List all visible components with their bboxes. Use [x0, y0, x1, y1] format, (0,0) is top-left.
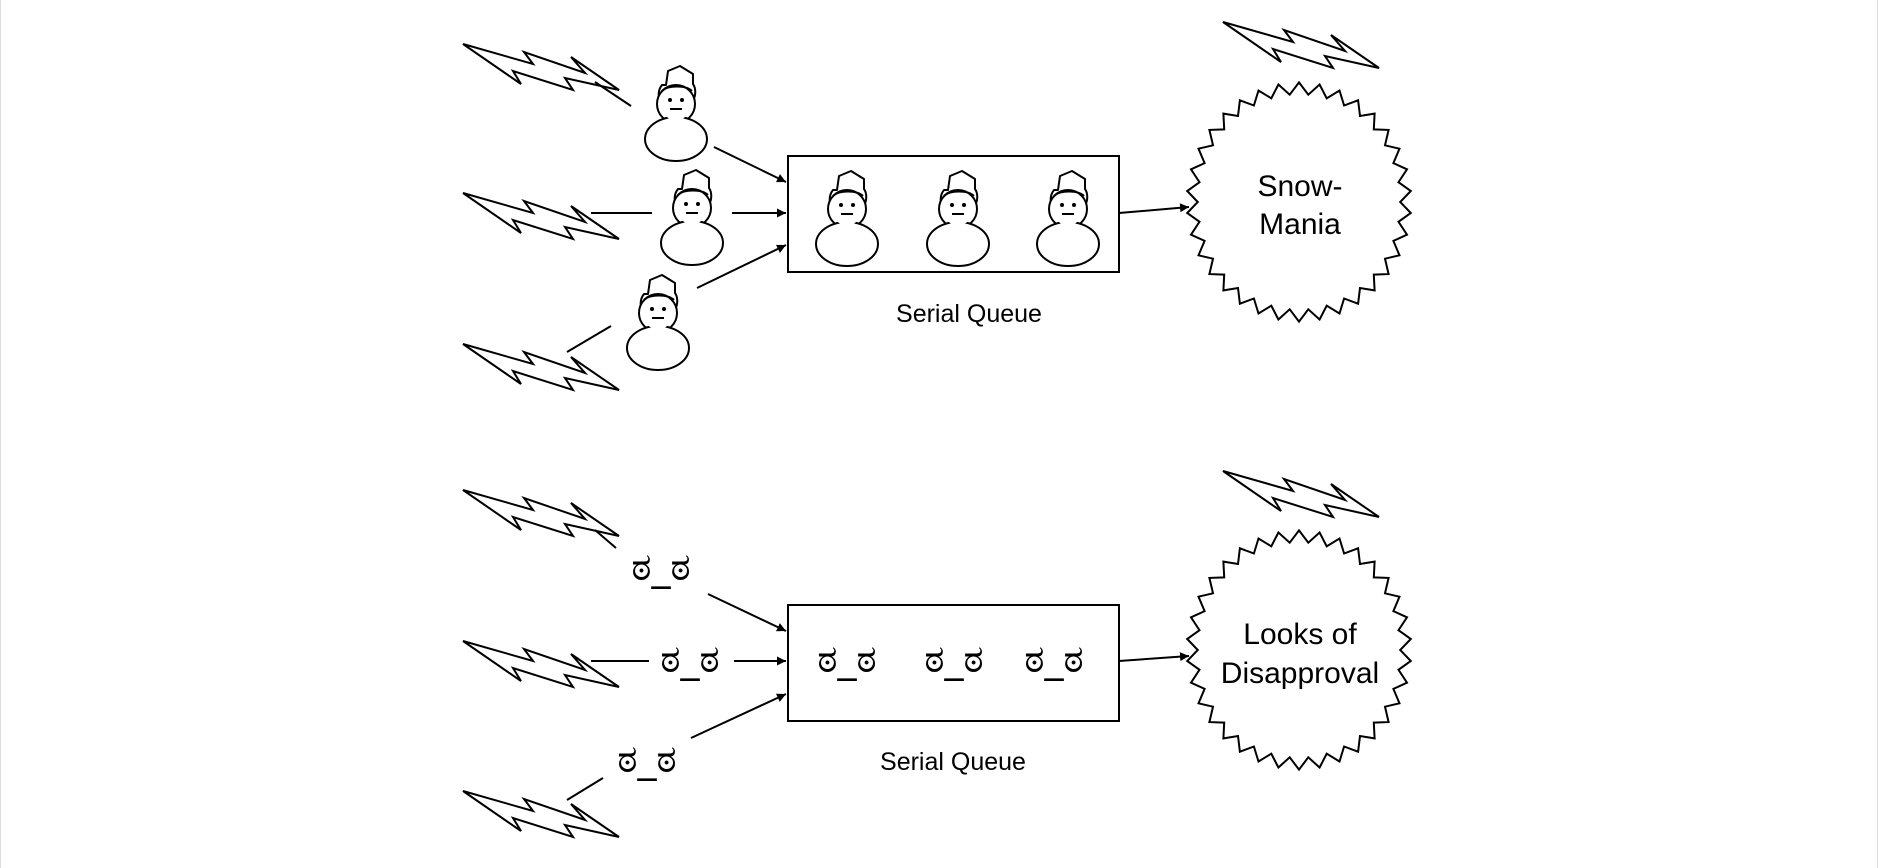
connector-line — [566, 777, 604, 801]
lightning-bolt-icon — [1222, 470, 1380, 518]
serial-queue-label: Serial Queue — [880, 748, 1026, 776]
arrow-icon — [707, 593, 787, 632]
snowman-icon — [644, 65, 708, 162]
connector-line — [594, 529, 617, 549]
arrow-icon — [1118, 203, 1190, 214]
serial-queue-label: Serial Queue — [896, 300, 1042, 328]
disapproval-face: ಠ_ಠ — [631, 545, 690, 589]
result-line-2: Mania — [1259, 208, 1341, 241]
diagram-bottom: ಠ_ಠ ಠ_ಠ ಠ_ಠ ಠ_ಠ ಠ_ಠ ಠ_ಠ Serial Queue Loo… — [462, 470, 1413, 838]
disapproval-face: ಠ_ಠ — [660, 637, 719, 681]
lightning-bolt-icon — [1222, 21, 1380, 69]
snowman-icon — [626, 274, 690, 371]
arrow-icon — [713, 146, 787, 183]
burst-icon — [1185, 528, 1413, 772]
disapproval-face: ಠ_ಠ — [817, 637, 876, 681]
snowman-icon — [660, 169, 724, 266]
diagram-top: Serial Queue Snow- Mania — [462, 21, 1413, 391]
lightning-bolt-icon — [462, 790, 620, 838]
disapproval-face: ಠ_ಠ — [617, 737, 676, 781]
lightning-bolt-icon — [462, 192, 620, 240]
disapproval-face: ಠ_ಠ — [1024, 637, 1083, 681]
lightning-bolt-icon — [462, 343, 620, 391]
connector-line — [594, 81, 632, 107]
arrow-icon — [696, 244, 787, 289]
serial-queue-box — [787, 604, 1120, 722]
lightning-bolt-icon — [462, 489, 620, 537]
result-line-2: Disapproval — [1221, 657, 1379, 690]
arrow-icon — [1118, 652, 1190, 662]
burst-icon — [1185, 80, 1413, 324]
disapproval-face: ಠ_ಠ — [924, 637, 983, 681]
lightning-bolt-icon — [462, 640, 620, 688]
arrow-icon — [690, 693, 787, 739]
result-line-1: Snow- — [1257, 170, 1342, 203]
connector-line — [566, 325, 612, 353]
result-line-1: Looks of — [1243, 618, 1357, 651]
